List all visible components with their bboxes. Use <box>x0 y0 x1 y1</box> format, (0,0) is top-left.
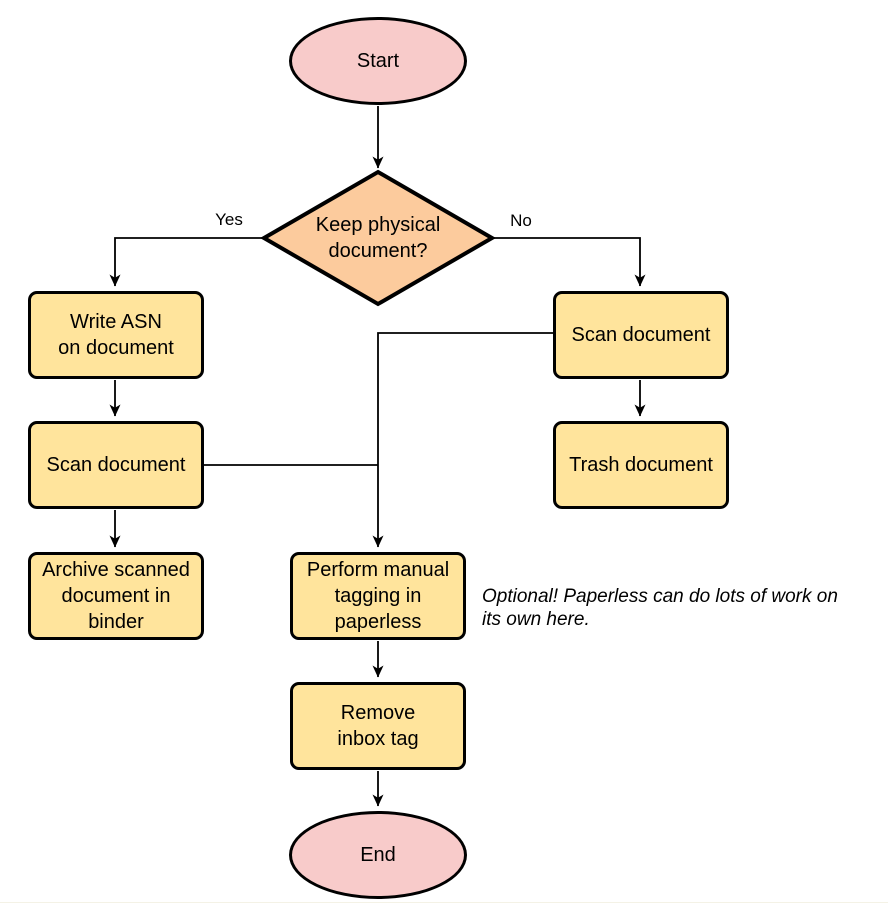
end-node: End <box>289 811 467 899</box>
start-node: Start <box>289 17 467 105</box>
scan-document-right-node: Scan document <box>553 291 729 379</box>
remove-inbox-tag-node: Remove inbox tag <box>290 682 466 770</box>
write-asn-node: Write ASN on document <box>28 291 204 379</box>
edge-scan-right-to-tagging <box>372 332 553 548</box>
optional-annotation: Optional! Paperless can do lots of work … <box>482 586 838 631</box>
edge-decision-no-to-scan-right <box>492 237 646 287</box>
edge-decision-yes-to-write-asn <box>109 237 264 287</box>
edge-label-yes: Yes <box>215 210 243 229</box>
decision-node-label: Keep physical document? <box>315 214 441 262</box>
bottom-divider <box>0 902 888 903</box>
decision-node-shape <box>260 169 496 307</box>
trash-document-node: Trash document <box>553 421 729 509</box>
scan-document-left-node: Scan document <box>28 421 204 509</box>
manual-tagging-node: Perform manual tagging in paperless <box>290 552 466 640</box>
archive-node: Archive scanned document in binder <box>28 552 204 640</box>
edge-label-no: No <box>510 211 532 230</box>
